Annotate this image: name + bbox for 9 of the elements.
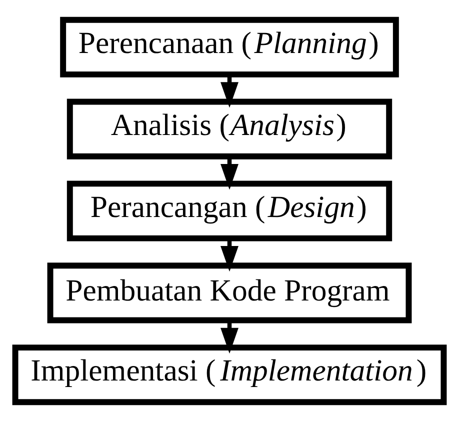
arrow	[220, 320, 238, 354]
node-box: Implementasi (Implementation)	[12, 344, 447, 406]
arrow	[220, 74, 238, 108]
node-box: Analisis (Analysis)	[66, 98, 392, 160]
arrow	[220, 156, 238, 190]
node-box: Perencanaan (Planning)	[60, 16, 399, 78]
arrow	[220, 238, 238, 272]
node-box: Perancangan (Design)	[66, 180, 392, 242]
node-box: Pembuatan Kode Program	[47, 262, 412, 324]
